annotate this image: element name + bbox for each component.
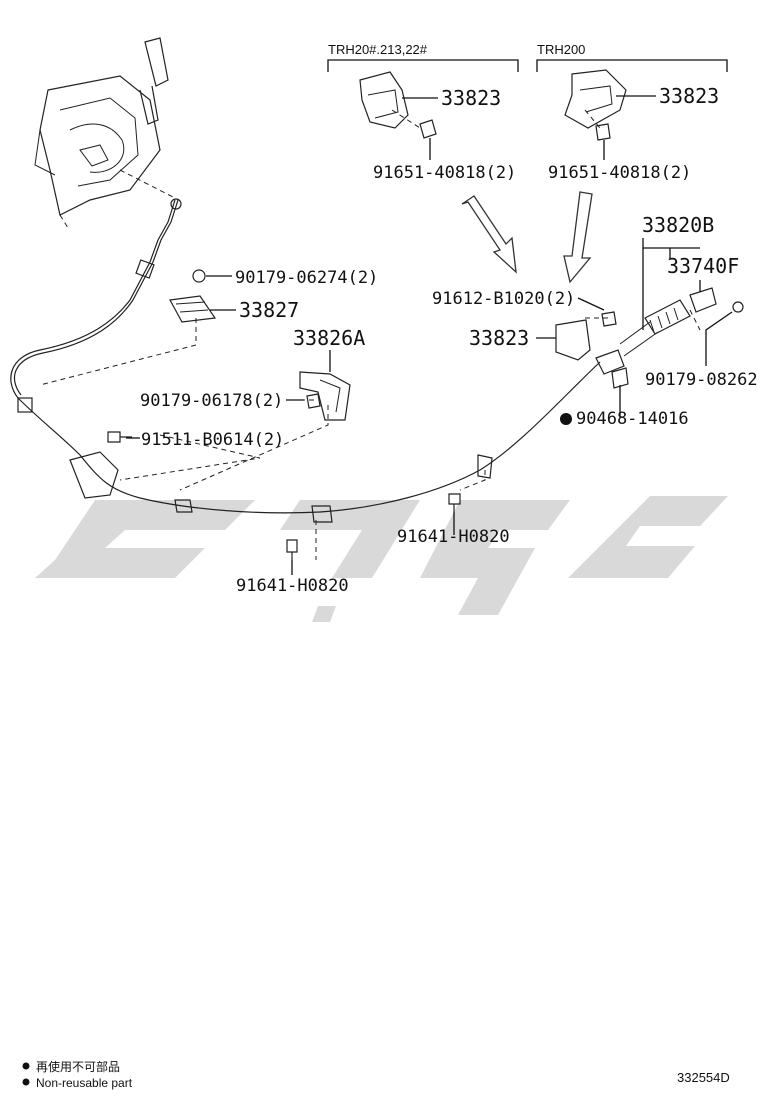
watermark-logo xyxy=(35,496,728,622)
callout-bolt-mid: 91612-B1020(2) xyxy=(432,289,575,309)
callout-bracket-33827: 33827 xyxy=(239,298,299,322)
clamp-lower-drawing xyxy=(286,539,298,560)
callout-bolt-lower-left: 91511-B0614(2) xyxy=(141,430,284,450)
arrow-right xyxy=(563,191,593,284)
non-reusable-marker xyxy=(560,413,572,425)
nut-top-left-drawing xyxy=(192,269,206,283)
callout-cable-assy: 33820B xyxy=(642,213,714,237)
bracket-33826a-drawing xyxy=(299,371,351,421)
bolt-lower-left-drawing xyxy=(107,431,132,443)
shift-cable xyxy=(10,198,744,523)
callout-bolt-upper-left: 91651-40818(2) xyxy=(373,163,516,183)
arrow-left xyxy=(461,195,517,274)
bracket-33827-drawing xyxy=(169,295,217,323)
clamp-center-drawing xyxy=(448,493,461,512)
callout-bracket-mid: 33823 xyxy=(469,326,529,350)
variant-right: TRH200 xyxy=(536,42,728,72)
callout-cable-end: 33740F xyxy=(667,254,739,278)
callout-nut-top-left: 90179-06274(2) xyxy=(235,268,378,288)
variant-left-label: TRH20#.213,22# xyxy=(328,42,428,57)
callout-bracket-33826a: 33826A xyxy=(293,326,365,350)
bracket-mid-drawing xyxy=(555,311,617,361)
callout-nut-mid-left: 90179-06178(2) xyxy=(140,391,283,411)
callout-bracket-upper-left: 33823 xyxy=(441,86,501,110)
bracket-upper-left-drawing xyxy=(359,71,437,139)
callout-bolt-upper-right: 91651-40818(2) xyxy=(548,163,691,183)
legend-dot-en xyxy=(22,1078,30,1086)
legend-dot-cn xyxy=(22,1062,30,1070)
callout-bracket-upper-right: 33823 xyxy=(659,84,719,108)
callout-nut-right: 90179-08262 xyxy=(645,370,758,390)
callout-clamp-lower: 91641-H0820 xyxy=(236,576,349,596)
nut-mid-left-drawing xyxy=(306,393,321,409)
footer-legend: 再使用不可部品 Non-reusable part xyxy=(22,1059,133,1090)
guide-lines xyxy=(39,109,701,560)
variant-left: TRH20#.213,22# xyxy=(327,42,519,72)
variant-right-label: TRH200 xyxy=(537,42,585,57)
callout-clip-right: 90468-14016 xyxy=(576,409,689,429)
callout-clamp-center: 91641-H0820 xyxy=(397,527,510,547)
leader-lines xyxy=(126,95,733,575)
legend-cn: 再使用不可部品 xyxy=(36,1059,120,1074)
shift-lever-assembly xyxy=(34,37,176,229)
bracket-upper-right-drawing xyxy=(564,69,627,141)
diagram-code: 332554D xyxy=(677,1070,730,1085)
legend-en: Non-reusable part xyxy=(36,1076,133,1090)
